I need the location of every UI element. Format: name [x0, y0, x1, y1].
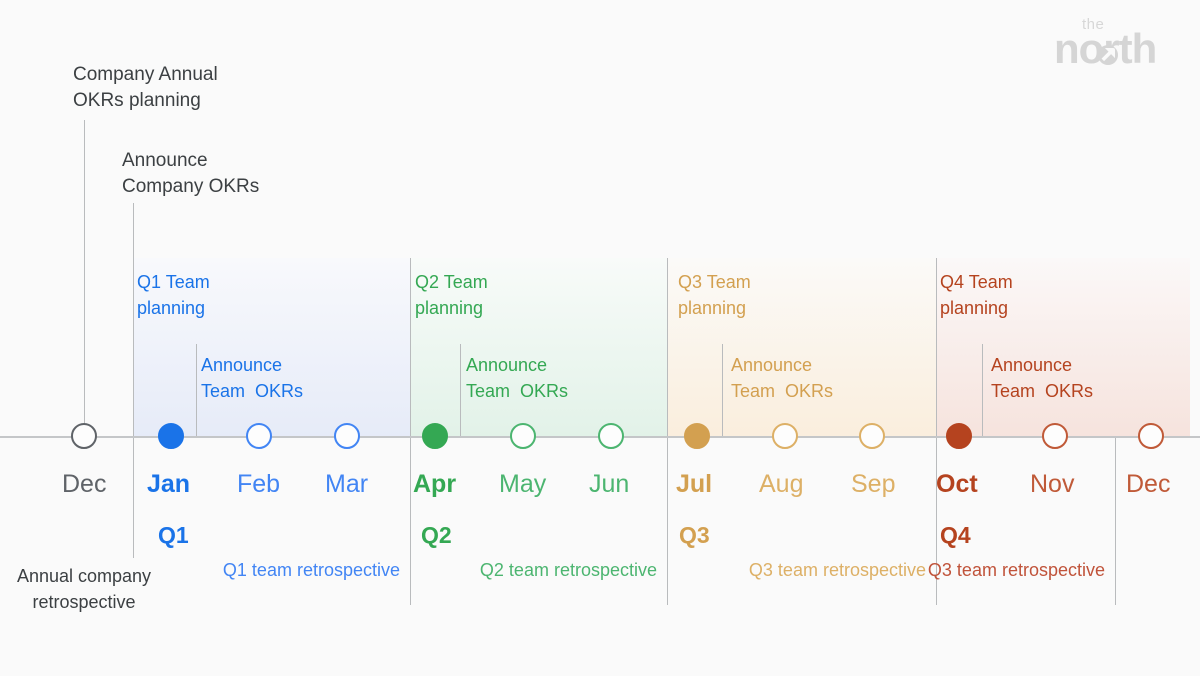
leader-line-announce-company	[133, 203, 134, 558]
label-q4-team-planning: Q4 Team planning	[940, 272, 1013, 318]
marker-may[interactable]	[510, 423, 536, 449]
month-label-oct: Oct	[936, 470, 978, 498]
marker-oct[interactable]	[946, 423, 972, 449]
label-q4-announce-team-okrs: Announce Team OKRs	[991, 355, 1094, 401]
marker-jul[interactable]	[684, 423, 710, 449]
marker-aug[interactable]	[772, 423, 798, 449]
quarter-band-q4	[937, 258, 1190, 438]
marker-mar[interactable]	[334, 423, 360, 449]
label-q3-team-retrospective: Q3 team retrospective	[748, 560, 926, 580]
month-label-jun: Jun	[589, 470, 630, 498]
leader-line-company-planning	[84, 120, 85, 438]
marker-jan[interactable]	[158, 423, 184, 449]
arrow-northeast-icon	[1098, 45, 1118, 65]
marker-dec-end[interactable]	[1138, 423, 1164, 449]
quarter-band-q1	[133, 258, 411, 438]
month-label-jan: Jan	[147, 470, 191, 498]
month-label-sep: Sep	[851, 470, 896, 498]
separator-q3-announce	[722, 344, 723, 438]
month-label-jul: Jul	[676, 470, 713, 498]
marker-nov[interactable]	[1042, 423, 1068, 449]
marker-feb[interactable]	[246, 423, 272, 449]
label-q1-team-retrospective: Q1 team retrospective	[222, 560, 400, 580]
label-q2-team-retrospective: Q2 team retrospective	[479, 560, 657, 580]
separator-q2-announce	[460, 344, 461, 438]
quarter-label-q4: Q4	[940, 522, 971, 548]
month-label-aug: Aug	[759, 470, 804, 498]
quarter-band-q2	[411, 258, 668, 438]
month-label-may: May	[499, 470, 547, 498]
month-label-dec-end: Dec	[1126, 470, 1171, 498]
marker-dec-lead[interactable]	[71, 423, 97, 449]
month-label-dec-lead: Dec	[62, 470, 107, 498]
callout-annual-company-retrospective: Annual company retrospective	[16, 566, 152, 612]
quarter-label-q3: Q3	[679, 522, 710, 548]
label-q3-announce-team-okrs: Announce Team OKRs	[731, 355, 834, 401]
label-q3-team-planning: Q3 Team planning	[678, 272, 751, 318]
separator-q4-announce	[982, 344, 983, 438]
marker-jun[interactable]	[598, 423, 624, 449]
month-label-apr: Apr	[413, 470, 457, 498]
marker-apr[interactable]	[422, 423, 448, 449]
separator-q3-retro	[936, 258, 937, 605]
quarter-label-q1: Q1	[158, 522, 189, 548]
separator-q1-announce	[196, 344, 197, 438]
quarter-band-q3	[668, 258, 937, 438]
separator-q1-retro	[410, 258, 411, 605]
label-q4-team-retrospective: Q3 team retrospective	[927, 560, 1105, 580]
separator-q2-retro	[667, 258, 668, 605]
label-q2-announce-team-okrs: Announce Team OKRs	[466, 355, 569, 401]
logo-the-text: the	[1082, 16, 1105, 33]
month-label-feb: Feb	[237, 470, 281, 498]
month-label-mar: Mar	[325, 470, 369, 498]
label-q1-team-planning: Q1 Team planning	[137, 272, 210, 318]
callout-company-annual-planning: Company Annual OKRs planning	[73, 64, 218, 111]
label-q2-team-planning: Q2 Team planning	[415, 272, 488, 318]
month-label-nov: Nov	[1030, 470, 1075, 498]
brand-logo: the north	[1054, 16, 1174, 70]
separator-q4-retro	[1115, 438, 1116, 605]
callout-announce-company-okrs: Announce Company OKRs	[122, 150, 260, 197]
marker-sep[interactable]	[859, 423, 885, 449]
quarter-label-q2: Q2	[421, 522, 452, 548]
label-q1-announce-team-okrs: Announce Team OKRs	[201, 355, 304, 401]
